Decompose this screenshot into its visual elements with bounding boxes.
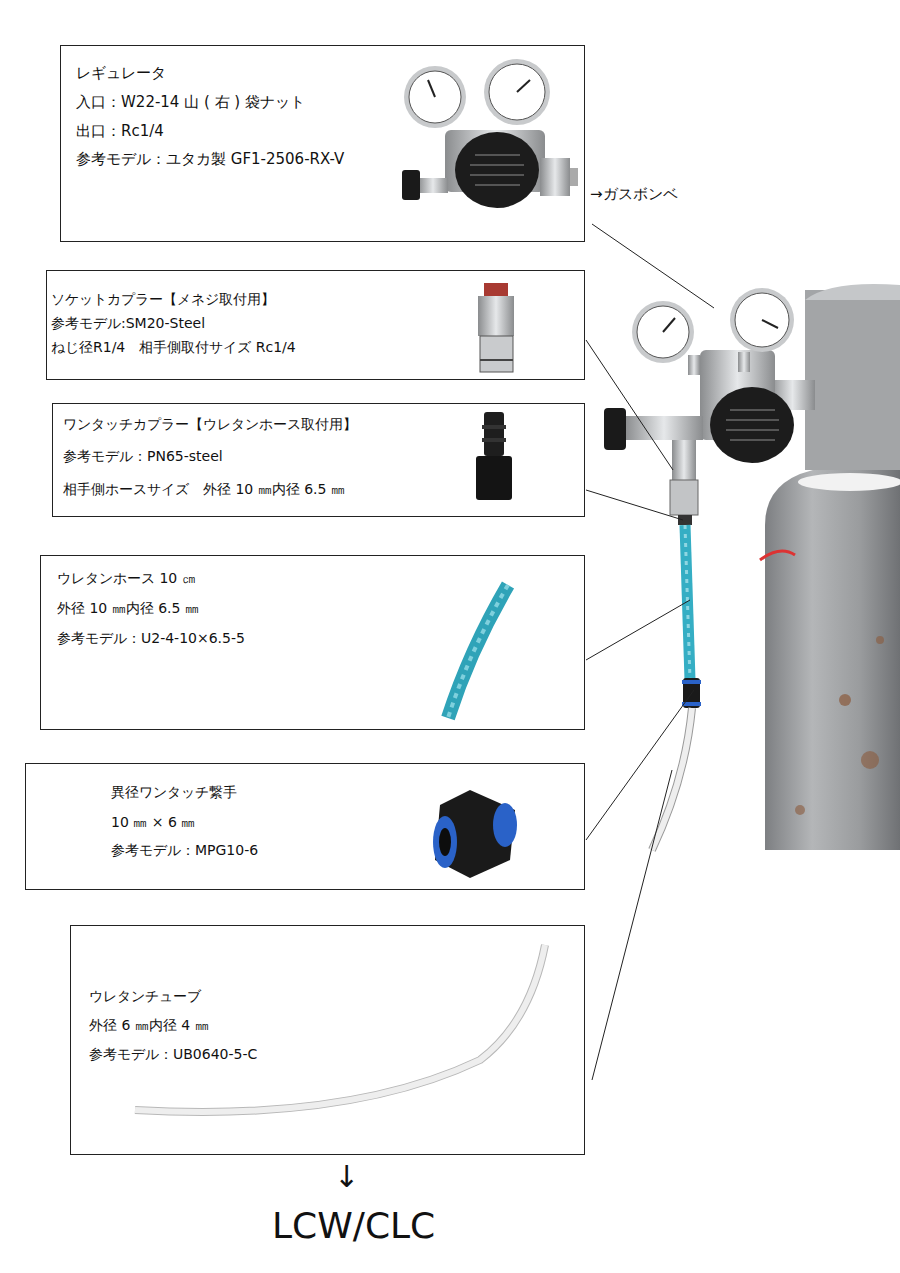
regulator-photo [604,288,815,525]
part-spec: 参考モデル:SM20-Steel [51,315,205,332]
hose-assembly [652,525,701,850]
leader-lines [586,224,714,1080]
part-name: レギュレータ [76,64,166,82]
destination-note: →ガスボンベ [590,186,678,203]
part-spec: 10 ㎜ × 6 ㎜ [111,814,195,831]
part-spec: 参考モデル：UB0640-5-C [89,1046,257,1063]
part-name: ウレタンチューブ [89,988,201,1005]
plug-coupler-thumbnail [476,412,512,500]
flow-arrow: ↓ [334,1160,359,1193]
part-callout-box: ウレタンチューブ外径 6 ㎜内径 4 ㎜参考モデル：UB0640-5-C [70,925,585,1155]
part-spec: 外径 10 ㎜内径 6.5 ㎜ [57,600,199,617]
part-spec: 参考モデル：ユタカ製 GF1-2506-RX-V [76,150,344,168]
part-callout-box: ウレタンホース 10 ㎝外径 10 ㎜内径 6.5 ㎜参考モデル：U2-4-10… [40,555,585,730]
part-spec: 外径 6 ㎜内径 4 ㎜ [89,1017,209,1034]
urethane-hose-thumbnail [448,585,508,718]
part-callout-box: ソケットカプラー【メネジ取付用】参考モデル:SM20-Steel ねじ径R1/4 … [46,270,585,380]
part-spec: 出口：Rc1/4 [76,122,164,140]
part-name: ソケットカプラー【メネジ取付用】 [51,291,275,308]
destination-label: LCW/CLC [272,1206,435,1246]
socket-coupler-thumbnail [478,283,514,372]
part-spec: 参考モデル：U2-4-10×6.5-5 [57,630,245,647]
regulator-thumbnail [402,59,578,208]
part-spec: ねじ径R1/4 相手側取付サイズ Rc1/4 [51,339,296,356]
part-callout-box: レギュレータ入口：W22-14 山 ( 右 ) 袋ナット出口：Rc1/4 参考モデ… [60,45,585,242]
part-spec: 入口：W22-14 山 ( 右 ) 袋ナット [76,93,305,111]
part-callout-box: ワンタッチカプラー【ウレタンホース取付用】参考モデル：PN65-steel 相手側… [52,403,585,517]
part-spec: 参考モデル：MPG10-6 [111,842,258,859]
part-spec: 参考モデル：PN65-steel [63,448,223,465]
part-spec: 相手側ホースサイズ 外径 10 ㎜内径 6.5 ㎜ [63,481,345,498]
part-callout-box: 異径ワンタッチ繋手 10 ㎜ × 6 ㎜参考モデル：MPG10-6 [25,763,585,890]
part-name: ウレタンホース 10 ㎝ [57,570,196,587]
reducer-fitting-thumbnail [433,790,517,878]
part-name: ワンタッチカプラー【ウレタンホース取付用】 [63,416,357,433]
part-name: 異径ワンタッチ繋手 [111,784,237,801]
gas-cylinder [760,284,900,850]
